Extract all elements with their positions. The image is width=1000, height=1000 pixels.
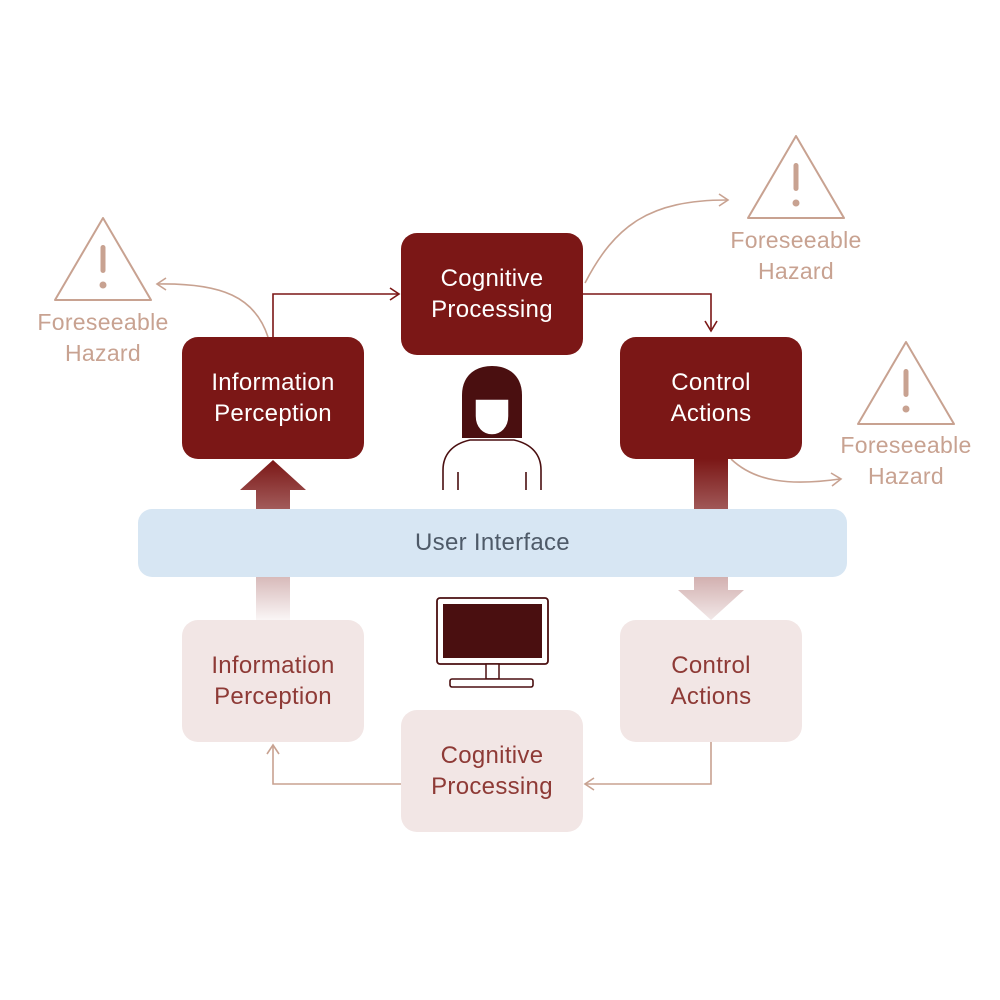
box-label-line-2: Actions	[670, 683, 752, 710]
hazard-label-left: Foreseeable Hazard	[13, 307, 193, 369]
box-label-line-1: Cognitive	[440, 742, 544, 769]
hazard-label-line-2: Hazard	[758, 258, 834, 284]
user-interface-label: User Interface	[415, 529, 570, 556]
machine-information-perception-box: Information Perception	[182, 620, 364, 742]
monitor-icon	[436, 597, 549, 688]
hazard-label-line-1: Foreseeable	[730, 227, 862, 253]
machine-control-actions-box: Control Actions	[620, 620, 802, 742]
person-icon	[442, 366, 542, 490]
box-label-line-1: Cognitive	[440, 265, 544, 292]
box-label-line-2: Processing	[431, 773, 553, 800]
machine-loop-connectors	[266, 742, 712, 791]
warning-triangle-icon	[857, 341, 955, 425]
human-loop-connectors	[272, 287, 718, 337]
warning-triangle-icon	[54, 217, 152, 301]
box-label-line-1: Information	[211, 369, 335, 396]
hazard-connectors	[155, 193, 843, 487]
box-label-line-1: Control	[671, 369, 751, 396]
human-control-actions-box: Control Actions	[620, 337, 802, 459]
machine-cognitive-processing-box: Cognitive Processing	[401, 710, 583, 832]
box-label-line-2: Perception	[214, 683, 332, 710]
human-cognitive-processing-box: Cognitive Processing	[401, 233, 583, 355]
hazard-label-right: Foreseeable Hazard	[816, 430, 996, 492]
user-interface-band: User Interface	[138, 509, 847, 577]
hazard-label-top-right: Foreseeable Hazard	[706, 225, 886, 287]
box-label-line-2: Processing	[431, 296, 553, 323]
box-label-line-1: Control	[671, 652, 751, 679]
box-label-line-2: Actions	[670, 400, 752, 427]
hazard-label-line-2: Hazard	[868, 463, 944, 489]
hazard-label-line-1: Foreseeable	[840, 432, 972, 458]
hazard-label-line-1: Foreseeable	[37, 309, 169, 335]
hazard-label-line-2: Hazard	[65, 340, 141, 366]
box-label-line-2: Perception	[214, 400, 332, 427]
box-label-line-1: Information	[211, 652, 335, 679]
human-information-perception-box: Information Perception	[182, 337, 364, 459]
warning-triangle-icon	[747, 135, 845, 219]
